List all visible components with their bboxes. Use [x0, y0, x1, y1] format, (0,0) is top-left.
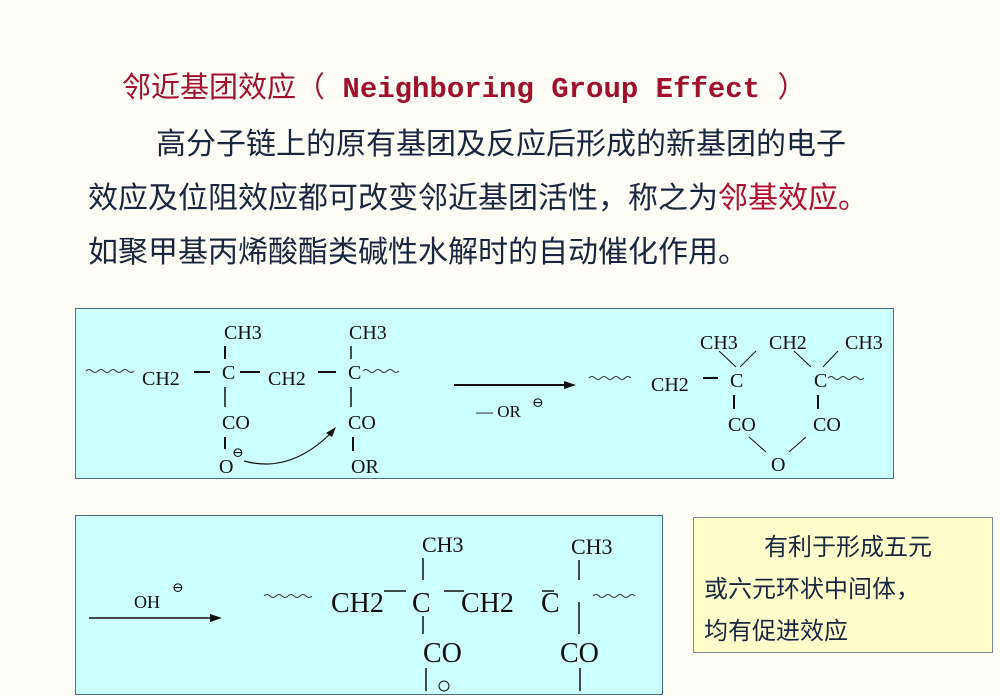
reaction-scheme-2: OH ⊖ CH2 C CH3 CH2 C CH3 CO CO: [75, 515, 663, 695]
explanation-note: 有利于形成五元 或六元环状中间体， 均有促进效应: [693, 517, 993, 653]
product-carbonyl-1: CO: [728, 414, 756, 436]
carbon-2-carbonyl: CO: [348, 412, 376, 434]
carbon-1: C: [412, 588, 431, 619]
slide-title: 邻近基团效应（ Neighboring Group Effect ）: [122, 64, 807, 106]
carbon-1-carbonyl: CO: [423, 638, 462, 669]
reagent-label: OH: [134, 592, 160, 612]
reaction-scheme-1: CH2 C CH3 CO O ⊖ CH2 C CH3 CO OR: [75, 308, 894, 479]
note-line-3: 均有促进效应: [704, 617, 848, 645]
product-carbon-1: C: [730, 370, 743, 392]
paragraph-line-2: 效应及位阻效应都可改变邻近基团活性，称之为邻基效应。: [88, 172, 988, 226]
carbon-1: C: [222, 362, 235, 384]
paragraph-line-1: 高分子链上的原有基团及反应后形成的新基团的电子: [156, 127, 846, 162]
paragraph-line-3: 如聚甲基丙烯酸酯类碱性水解时的自动催化作用。: [88, 235, 748, 270]
product-carbonyl-2: CO: [813, 414, 841, 436]
carbon-2-carbonyl: CO: [560, 638, 599, 669]
reaction-diagram-2: OH ⊖ CH2 C CH3 CH2 C CH3 CO CO: [89, 532, 636, 692]
note-line-1: 有利于形成五元: [764, 533, 932, 561]
carbon-2-methyl: CH3: [571, 534, 613, 559]
highlight-term: 邻基效应: [718, 181, 838, 216]
product-bridge-ch2: CH2: [769, 332, 807, 354]
electron-flow-arrow: [243, 430, 334, 465]
body-paragraph: 高分子链上的原有基团及反应后形成的新基团的电子 效应及位阻效应都可改变邻近基团活…: [88, 118, 988, 280]
carbon-2: C: [541, 588, 560, 619]
negative-charge-icon: ⊖: [532, 396, 544, 411]
carbon-1-methyl: CH3: [224, 322, 262, 344]
carbon-1-oxygen: O: [219, 456, 233, 478]
product-chain-ch2: CH2: [651, 374, 689, 396]
reaction-diagram-1: CH2 C CH3 CO O ⊖ CH2 C CH3 CO OR: [85, 322, 883, 478]
carbon-1-methyl: CH3: [422, 532, 464, 557]
product-carbon-2-methyl: CH3: [845, 332, 883, 354]
chain-ch2-left: CH2: [331, 588, 384, 619]
note-line-2: 或六元环状中间体，: [704, 575, 920, 603]
carbon-2-methyl: CH3: [349, 322, 387, 344]
product-carbon-2: C: [814, 370, 827, 392]
leaving-group-label: — OR: [475, 402, 522, 421]
title-zh: 邻近基团效应（: [122, 70, 326, 104]
chain-ch2-left: CH2: [142, 368, 180, 390]
carbon-2: C: [348, 362, 361, 384]
title-close: ）: [777, 70, 807, 104]
negative-charge-icon: ⊖: [232, 446, 244, 461]
paragraph-line-2-text: 效应及位阻效应都可改变邻近基团活性，称之为: [88, 181, 718, 216]
product-carbon-1-methyl: CH3: [700, 332, 738, 354]
carbon-2-ester: OR: [351, 456, 379, 478]
title-en: Neighboring Group Effect: [325, 73, 778, 106]
chain-ch2-mid: CH2: [268, 368, 306, 390]
ring-oxygen: O: [771, 454, 785, 476]
paragraph-line-2-end: 。: [838, 181, 868, 216]
carbon-1-carbonyl: CO: [222, 412, 250, 434]
chain-ch2-mid: CH2: [461, 588, 514, 619]
negative-charge-icon: ⊖: [172, 581, 184, 596]
